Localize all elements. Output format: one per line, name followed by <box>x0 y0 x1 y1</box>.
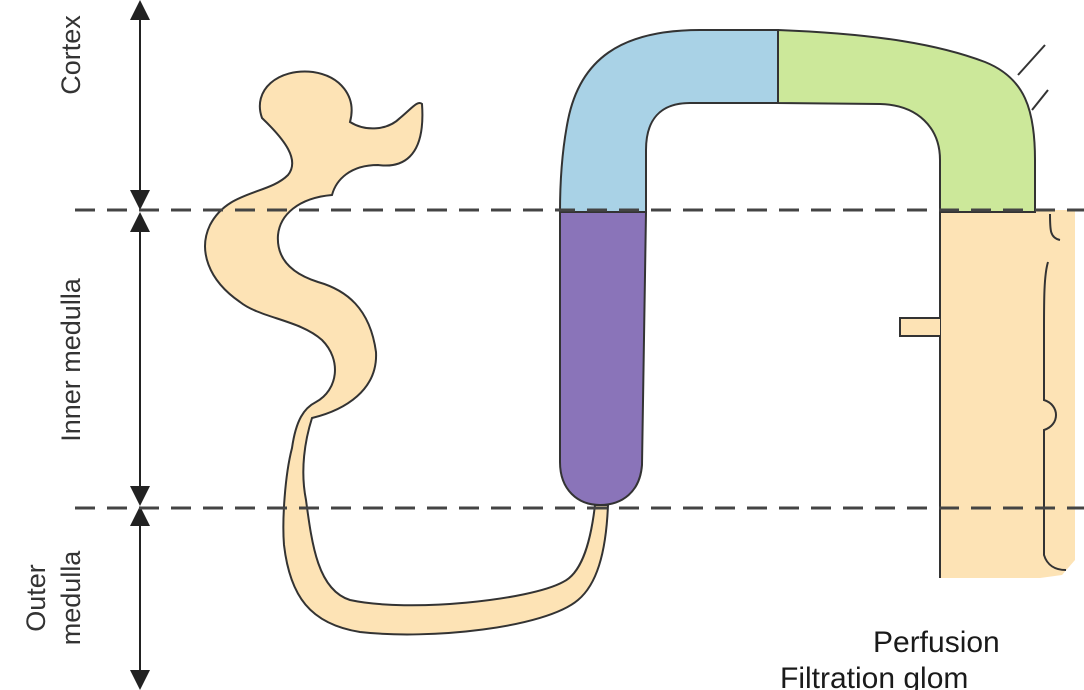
zone-label-inner-medulla: Inner medulla <box>56 277 86 442</box>
thick-limb-medulla <box>560 212 646 505</box>
zone-label-outer-medulla-line2: medulla <box>56 550 86 646</box>
collecting-duct-branch <box>900 318 940 336</box>
caption-filtration: Filtration glom <box>780 662 968 690</box>
zone-label-cortex: Cortex <box>56 15 86 95</box>
proximal-tubule <box>205 72 608 635</box>
collecting-duct <box>940 210 1075 578</box>
zone-label-outer-medulla-line1: Outer <box>21 564 51 632</box>
caption-perfusion: Perfusion <box>873 626 1000 660</box>
distal-tubule <box>778 30 1035 212</box>
distal-tick-1 <box>1018 45 1045 75</box>
thick-limb-cortex <box>560 30 778 212</box>
distal-tick-2 <box>1032 90 1048 110</box>
